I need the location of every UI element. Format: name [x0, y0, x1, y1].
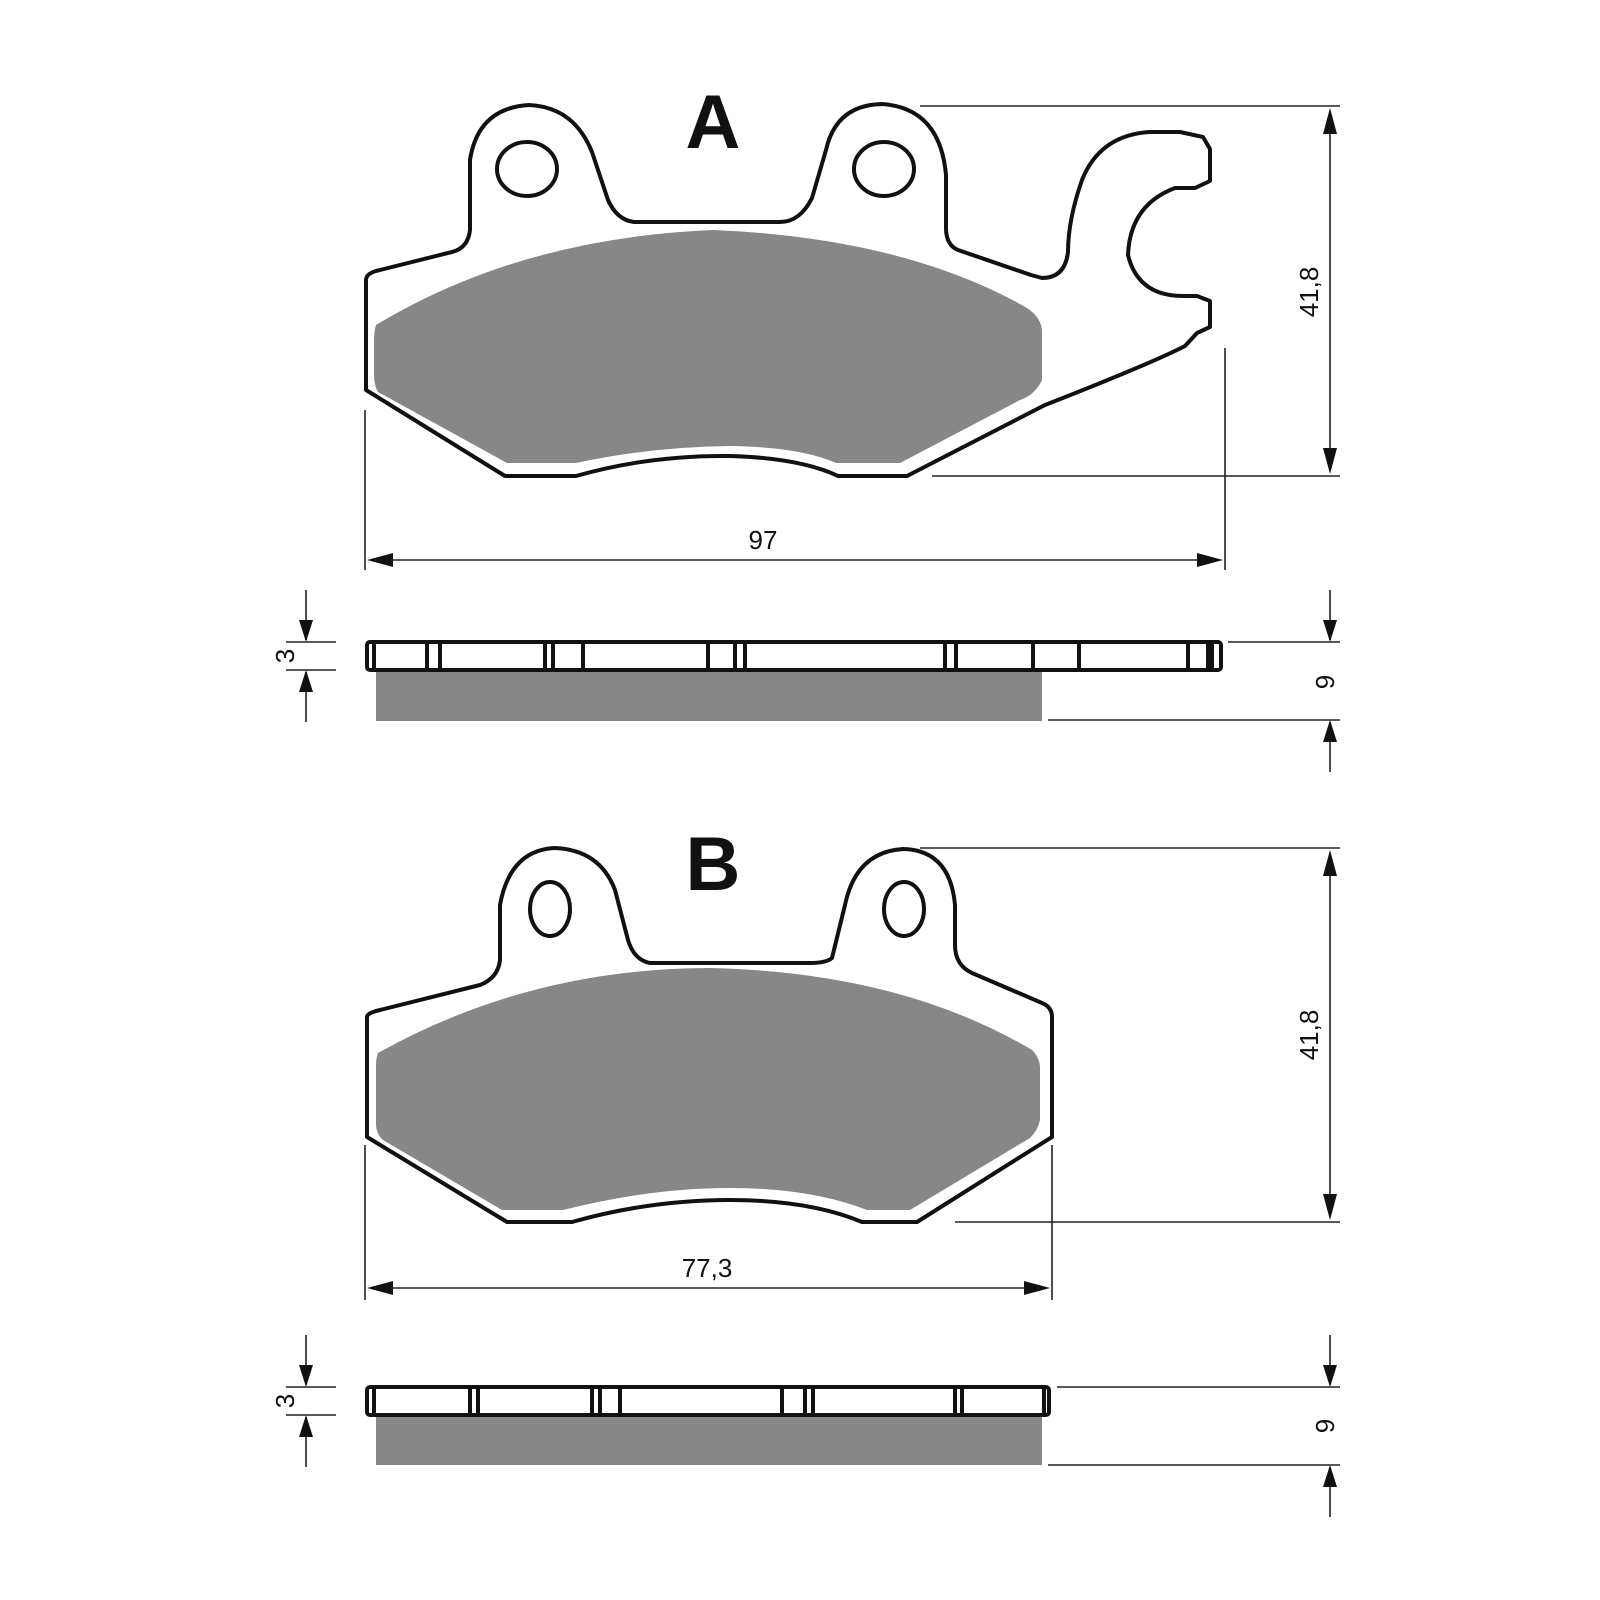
pad-a-total-thickness-value: 9 [1310, 675, 1340, 689]
pad-b-front-view: B [365, 822, 1054, 1224]
pad-a-plate-thickness-value: 3 [270, 649, 300, 663]
pad-a-mounting-hole-right [852, 140, 916, 198]
pad-a-total-thickness-dimension: 9 [1048, 590, 1340, 772]
pad-a-side-friction [376, 671, 1042, 721]
pad-b-total-thickness-value: 9 [1310, 1419, 1340, 1433]
pad-b-height-value: 41,8 [1294, 1010, 1324, 1061]
pad-b-total-thickness-dimension: 9 [1048, 1335, 1340, 1517]
pad-b-width-dimension: 77,3 [364, 1145, 1053, 1300]
pad-b-mounting-hole-right [882, 880, 926, 938]
pad-a-height-dimension: 41,8 [920, 105, 1340, 477]
pad-b-plate-thickness-value: 3 [270, 1394, 300, 1408]
pad-b-side-friction [376, 1415, 1042, 1465]
pad-b-side-backing-plate [365, 1385, 1051, 1417]
pad-b-plate-thickness-dimension: 3 [270, 1335, 336, 1467]
pad-a-friction-material [374, 230, 1042, 463]
pad-a-side-view [365, 640, 1223, 721]
pad-a-plate-thickness-dimension: 3 [270, 590, 336, 722]
pad-a-front-view: A [364, 80, 1212, 478]
pad-a-width-value: 97 [749, 525, 778, 555]
pad-b-height-dimension: 41,8 [920, 847, 1340, 1223]
pad-b-side-view [365, 1385, 1051, 1465]
pad-b-width-value: 77,3 [682, 1253, 733, 1283]
pad-a-height-value: 41,8 [1294, 267, 1324, 318]
pad-b-friction-material [376, 968, 1040, 1210]
pad-b-label: B [686, 822, 741, 907]
pad-a-width-dimension: 97 [364, 348, 1226, 570]
pad-b-mounting-hole-left [528, 880, 572, 938]
pad-a-side-backing-plate [365, 640, 1223, 672]
pad-a-label: A [686, 80, 741, 165]
pad-a-mounting-hole-left [495, 140, 559, 198]
